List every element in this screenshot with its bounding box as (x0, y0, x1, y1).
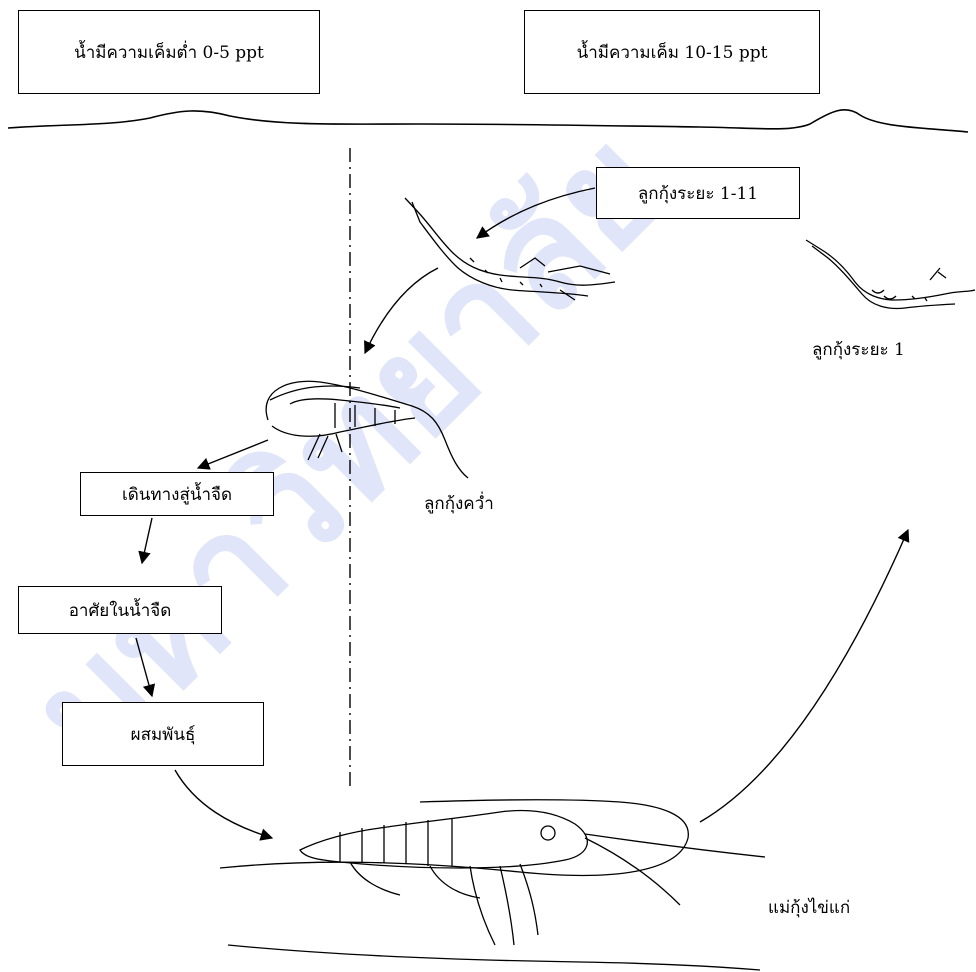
breeding-box: ผสมพันธุ์ (62, 702, 264, 766)
migrate-box: เดินทางสู่น้ำจืด (80, 472, 274, 516)
arrow-larva-to-postlarva (365, 268, 438, 353)
arrow-breed-to-female (175, 770, 272, 838)
low-salinity-box: น้ำมีความเค็มต่ำ 0-5 ppt (18, 10, 320, 94)
water-surface-line (8, 110, 968, 132)
arrow-female-to-stage1 (700, 530, 908, 822)
live-freshwater-label: อาศัยในน้ำจืด (69, 597, 172, 624)
larva-drawing (405, 198, 615, 300)
arrow-migrate-to-live (142, 518, 152, 563)
migrate-label: เดินทางสู่น้ำจืด (122, 481, 232, 508)
arrow-postlarva-to-migrate (198, 440, 268, 468)
breeding-label: ผสมพันธุ์ (131, 721, 196, 748)
arrow-live-to-breed (136, 638, 152, 696)
gravid-female-label: แม่กุ้งไข่แก่ (768, 894, 850, 921)
gravid-female-drawing (220, 800, 765, 970)
larvae-stage-box: ลูกกุ้งระยะ 1-11 (596, 167, 800, 219)
arrow-box-to-larva (477, 188, 595, 238)
stage1-larva-drawing (806, 240, 975, 308)
low-salinity-label: น้ำมีความเค็มต่ำ 0-5 ppt (74, 39, 264, 66)
stage1-label: ลูกกุ้งระยะ 1 (812, 336, 905, 363)
live-freshwater-box: อาศัยในน้ำจืด (18, 586, 222, 634)
high-salinity-label: น้ำมีความเค็ม 10-15 ppt (577, 39, 768, 66)
larvae-stage-label: ลูกกุ้งระยะ 1-11 (638, 180, 758, 207)
postlarva-label: ลูกกุ้งคว่ำ (424, 490, 494, 517)
high-salinity-box: น้ำมีความเค็ม 10-15 ppt (524, 10, 820, 94)
postlarva-drawing (266, 381, 468, 478)
